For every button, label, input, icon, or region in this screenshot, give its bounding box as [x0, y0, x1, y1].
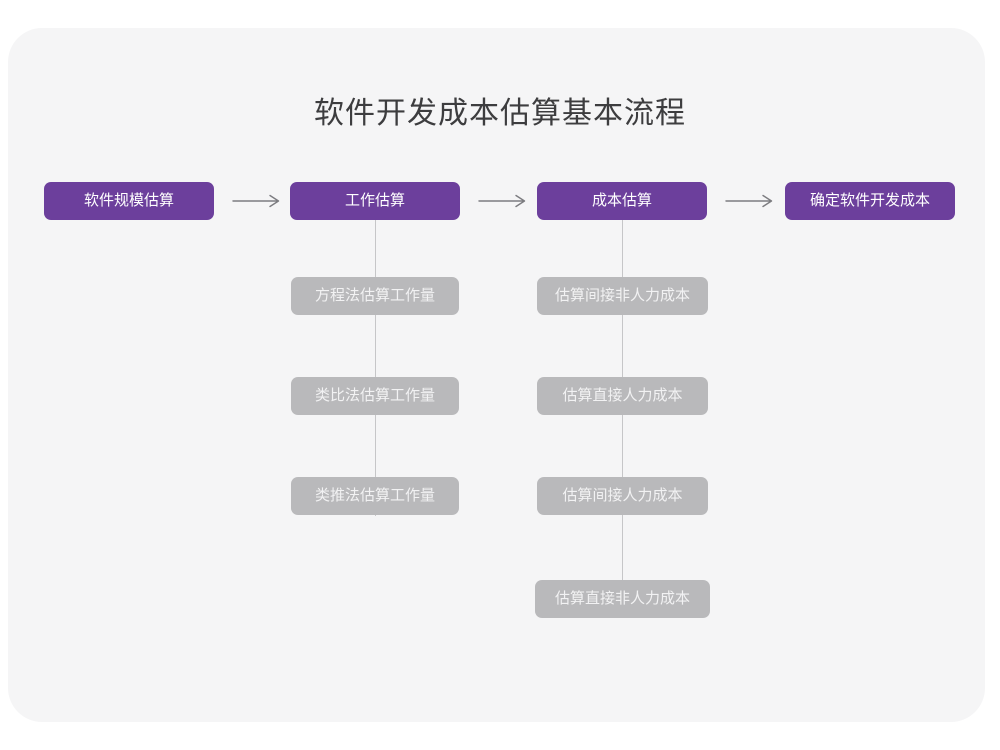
branch-connector-cost-estimation [622, 220, 623, 618]
branch-connector-work-estimation [375, 220, 376, 516]
flow-node-label: 确定软件开发成本 [809, 192, 930, 209]
sub-node-inference-method-workload[interactable]: 类推法估算工作量 [291, 477, 459, 515]
flow-node-work-estimation[interactable]: 工作估算 [290, 182, 460, 220]
flow-node-label: 成本估算 [591, 192, 652, 209]
sub-node-analogy-method-workload[interactable]: 类比法估算工作量 [291, 377, 459, 415]
diagram-card [8, 28, 985, 722]
flow-node-software-scale-estimation[interactable]: 软件规模估算 [44, 182, 214, 220]
sub-node-label: 类推法估算工作量 [314, 487, 435, 504]
sub-node-label: 估算间接非人力成本 [554, 287, 690, 304]
flow-node-determine-development-cost[interactable]: 确定软件开发成本 [785, 182, 955, 220]
flow-node-cost-estimation[interactable]: 成本估算 [537, 182, 707, 220]
sub-node-direct-non-labor-cost[interactable]: 估算直接非人力成本 [535, 580, 710, 618]
long-right-arrow-icon-3 [721, 190, 781, 212]
sub-node-indirect-non-labor-cost[interactable]: 估算间接非人力成本 [537, 277, 708, 315]
flow-node-label: 工作估算 [344, 192, 405, 209]
sub-node-label: 估算直接非人力成本 [554, 590, 690, 607]
sub-node-indirect-labor-cost[interactable]: 估算间接人力成本 [537, 477, 708, 515]
diagram-title: 软件开发成本估算基本流程 [314, 97, 686, 130]
flow-node-label: 软件规模估算 [83, 192, 174, 209]
sub-node-label: 估算间接人力成本 [562, 487, 683, 504]
long-right-arrow-icon-2 [474, 190, 534, 212]
sub-node-direct-labor-cost[interactable]: 估算直接人力成本 [537, 377, 708, 415]
long-right-arrow-icon-1 [228, 190, 288, 212]
sub-node-label: 类比法估算工作量 [314, 387, 435, 404]
sub-node-equation-method-workload[interactable]: 方程法估算工作量 [291, 277, 459, 315]
sub-node-label: 方程法估算工作量 [314, 287, 435, 304]
sub-node-label: 估算直接人力成本 [562, 387, 683, 404]
